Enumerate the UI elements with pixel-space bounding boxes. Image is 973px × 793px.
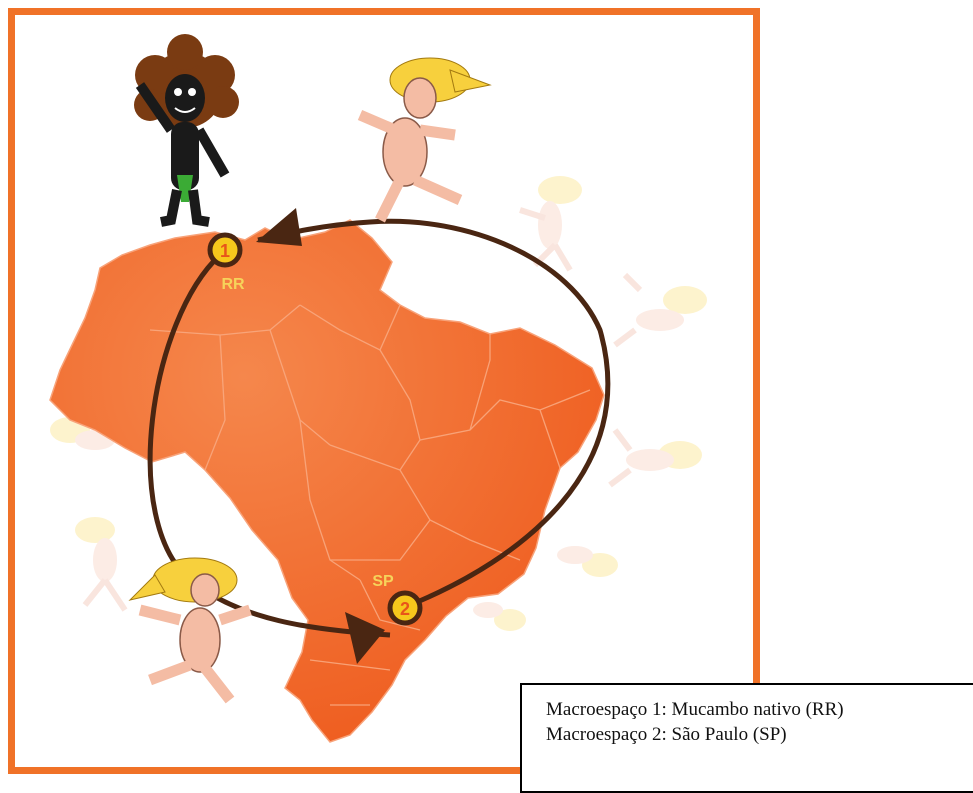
marker-2-number: 2 (400, 599, 410, 619)
faded-figure-east-1 (613, 272, 707, 348)
brazil-map (49, 219, 605, 743)
marker-2: 2 SP (372, 573, 423, 626)
indigenous-figure (134, 34, 239, 227)
legend-line-1: Macroespaço 1: Mucambo nativo (RR) (546, 699, 844, 720)
orange-frame (8, 8, 760, 774)
marker-2-state-label: SP (372, 573, 394, 590)
faded-figure-southwest (75, 517, 128, 612)
faded-figure-south (473, 602, 526, 631)
faded-figure-northeast (519, 176, 582, 272)
faded-figure-southeast (557, 546, 618, 577)
legend-box: Macroespaço 1: Mucambo nativo (RR) Macro… (520, 683, 973, 793)
legend-line-2: Macroespaço 2: São Paulo (SP) (546, 724, 787, 745)
state-borders (149, 304, 591, 706)
faded-figure-east-2 (608, 428, 702, 488)
marker-1-number: 1 (220, 241, 230, 261)
arrowhead-north (256, 208, 302, 246)
running-figure-south (128, 557, 252, 704)
marker-1: 1 RR (207, 232, 245, 293)
running-figure-north (357, 57, 492, 223)
arrowhead-south (345, 612, 385, 664)
marker-1-state-label: RR (221, 276, 245, 293)
arrow-sp-to-rr (257, 218, 611, 608)
